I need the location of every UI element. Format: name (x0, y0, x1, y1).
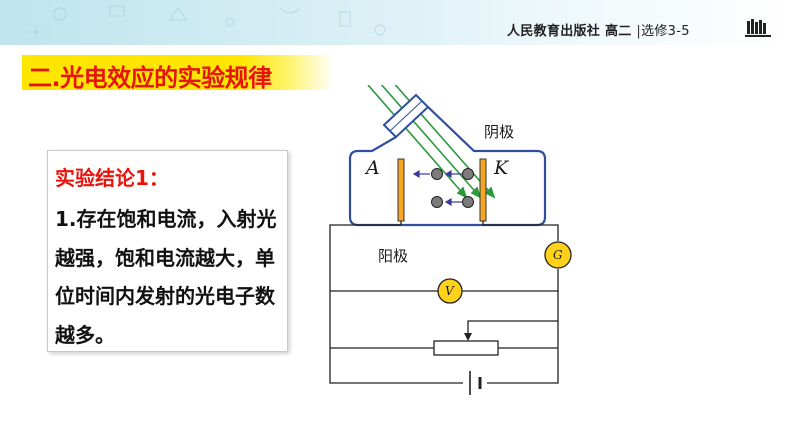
photoelectrons (412, 168, 474, 208)
publisher-line: 人民教育出版社 高二 |选修3-5 (507, 20, 690, 39)
rheostat (433, 340, 499, 356)
conclusion-body: 1.存在饱和电流，入射光越强，饱和电流越大，单位时间内发射的光电子数越多。 (55, 207, 277, 347)
books-icon (745, 19, 771, 37)
voltmeter-symbol: V (445, 284, 454, 298)
photoelectric-circuit-diagram: 阴极 阳极 A K G V (320, 80, 580, 405)
rheostat-slider-arrow (464, 333, 472, 341)
section-title: 二.光电效应的实验规律 (28, 64, 272, 92)
header-band: 人民教育出版社 高二 |选修3-5 (0, 0, 794, 45)
conclusion-box: 实验结论1： 1.存在饱和电流，入射光越强，饱和电流越大，单位时间内发射的光电子… (47, 150, 288, 352)
cathode-label: 阴极 (484, 123, 515, 141)
section-title-bar: 二.光电效应的实验规律 (22, 55, 334, 92)
course-label: 选修3-5 (641, 24, 690, 39)
galvanometer-symbol: G (553, 248, 563, 262)
grade-label: 高二 (604, 24, 632, 39)
voltmeter-icon (437, 278, 463, 304)
cathode-symbol: K (494, 157, 509, 179)
anode-symbol: A (366, 157, 380, 179)
circuit-wires (329, 221, 559, 384)
anode-label: 阳极 (378, 247, 409, 265)
cathode-plate (479, 158, 487, 222)
publisher-name: 人民教育出版社 (507, 24, 601, 39)
vacuum-tube (348, 106, 547, 227)
anode-plate (397, 158, 405, 222)
conclusion-heading: 实验结论1： (55, 166, 169, 190)
decorative-doodles (30, 5, 386, 38)
header-separator: | (636, 24, 642, 39)
battery-icon (469, 371, 482, 395)
circuit-svg (329, 80, 572, 395)
light-rays (367, 80, 496, 199)
galvanometer-icon (544, 241, 572, 269)
